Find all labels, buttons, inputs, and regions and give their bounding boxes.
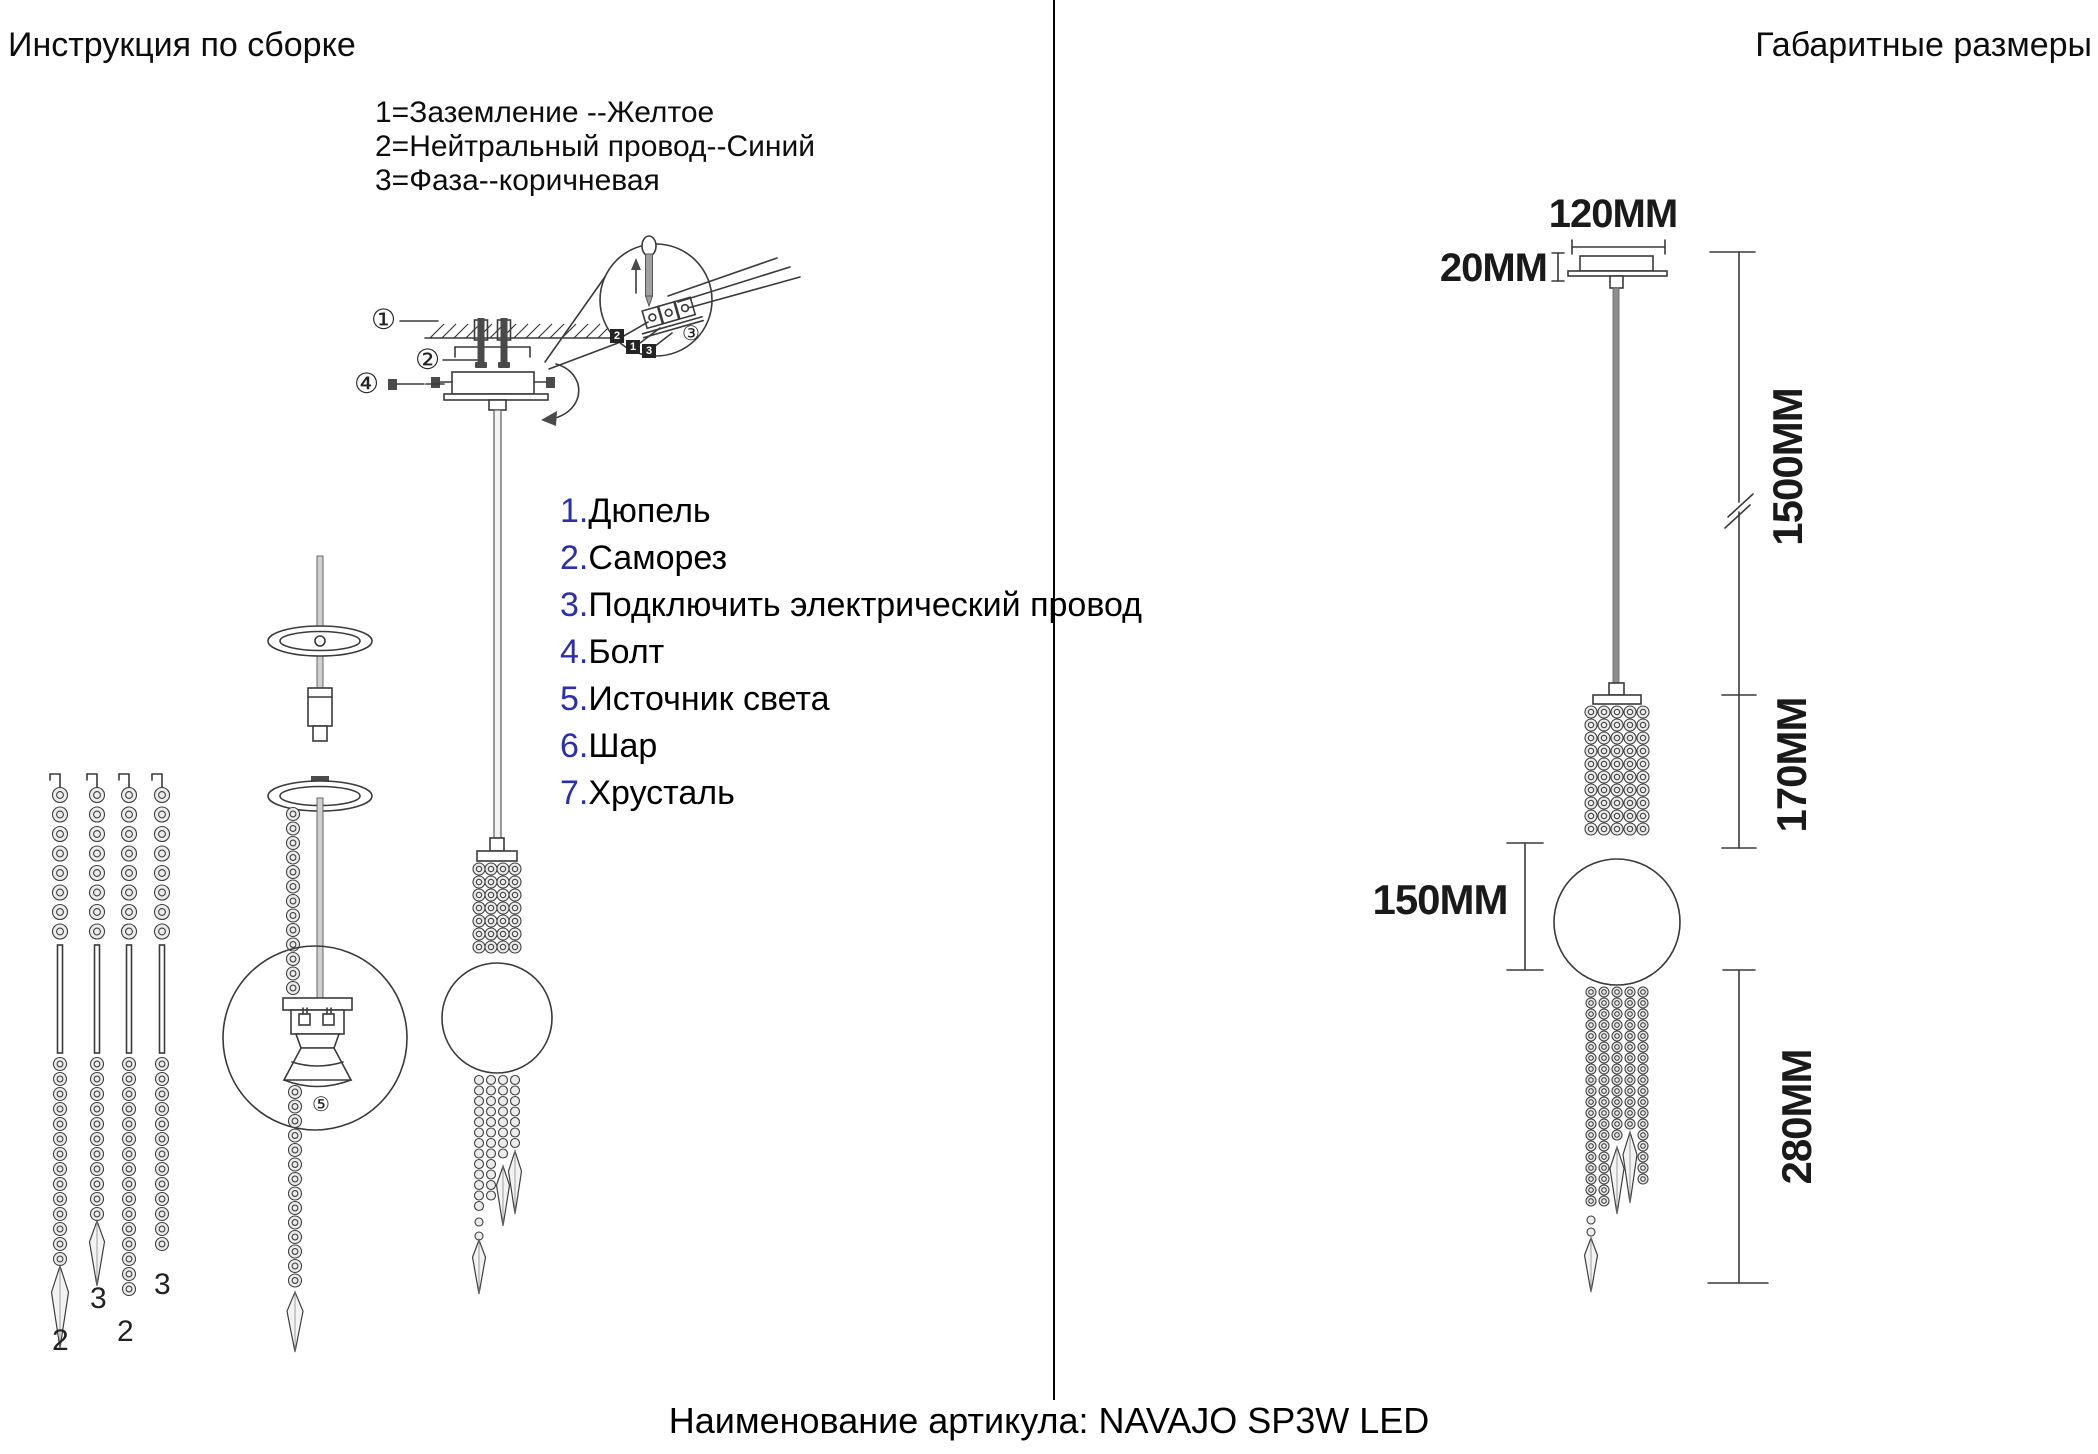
parts-list-item: 4.Болт xyxy=(560,633,665,671)
rotate-arrow xyxy=(541,363,580,426)
right-section-title: Габаритные размеры xyxy=(1755,26,2092,64)
parts-list-item: 1.Дюпель xyxy=(560,492,711,530)
pendant-cord xyxy=(493,409,502,839)
detail-balloon xyxy=(544,235,801,370)
callout-1: ① xyxy=(371,303,397,336)
dim-canopy xyxy=(1551,239,1668,289)
parts-list-item: 6.Шар xyxy=(560,727,658,765)
crystal-strand-3 xyxy=(118,773,138,1297)
up-arrow-icon xyxy=(631,258,641,294)
screwdriver-icon xyxy=(641,235,657,308)
wire-legend-line-1: 1=Заземление --Желтое xyxy=(375,96,715,129)
parts-list: 1.Дюпель 2.Саморез 3.Подключить электрич… xyxy=(560,488,1142,817)
left-section-title: Инструкция по сборке xyxy=(8,26,356,64)
crystal-strand-1 xyxy=(49,773,70,1349)
parts-list-item: 3.Подключить электрический провод xyxy=(560,586,1143,624)
wire-legend: 1=Заземление --Желтое 2=Нейтральный пров… xyxy=(375,96,815,198)
parts-list-item: 2.Саморез xyxy=(560,539,728,577)
dim-ball-diameter: 150MM xyxy=(1372,876,1508,923)
strand-label-2: 3 xyxy=(90,1282,107,1315)
dim-lower-crystal: 280MM xyxy=(1773,1049,1820,1185)
terminal-label-3: 3 xyxy=(642,344,656,358)
terminal-block xyxy=(641,296,704,339)
strand-label-4: 3 xyxy=(154,1268,171,1301)
strand-label-1: 2 xyxy=(52,1324,69,1357)
socket-assembly xyxy=(222,776,408,1353)
dim-upper-crystal: 170MM xyxy=(1768,697,1815,833)
crystal-strand-4 xyxy=(151,773,171,1252)
article-name: Наименование артикула: NAVAJO SP3W LED xyxy=(668,1400,1430,1441)
callout-3: ③ xyxy=(682,321,700,345)
callout-leaders xyxy=(388,320,478,390)
strand-label-3: 2 xyxy=(117,1315,134,1348)
wire-legend-line-3: 3=Фаза--коричневая xyxy=(375,164,660,197)
dowel-and-screw-right xyxy=(496,318,512,368)
callout-2: ② xyxy=(415,343,441,376)
terminal-label-1: 1 xyxy=(626,340,640,354)
terminal-label-2: 2 xyxy=(610,329,624,343)
wires xyxy=(621,257,801,351)
wire-legend-line-2: 2=Нейтральный провод--Синий xyxy=(375,130,816,163)
crystal-strand-2 xyxy=(86,773,106,1287)
dim-canopy-height: 20MM xyxy=(1439,246,1548,290)
section-divider xyxy=(1053,0,1055,1400)
dim-pendant xyxy=(1553,287,1681,1293)
callout-5: ⑤ xyxy=(312,1092,330,1116)
parts-list-item: 7.Хрусталь xyxy=(560,774,735,812)
dowel-and-screw-left xyxy=(473,318,489,368)
callout-4: ④ xyxy=(354,367,380,400)
dim-cable-length: 1500MM xyxy=(1764,388,1811,546)
dim-lines xyxy=(1506,251,1769,1284)
disc-rod-figure xyxy=(267,555,373,742)
mounting-bracket xyxy=(454,346,531,358)
dim-canopy-width: 120MM xyxy=(1548,192,1678,236)
pendant-left xyxy=(441,837,553,1295)
lamp-socket xyxy=(282,997,353,1088)
parts-list-item: 5.Источник света xyxy=(560,680,830,718)
canopy-assembly xyxy=(431,371,555,411)
